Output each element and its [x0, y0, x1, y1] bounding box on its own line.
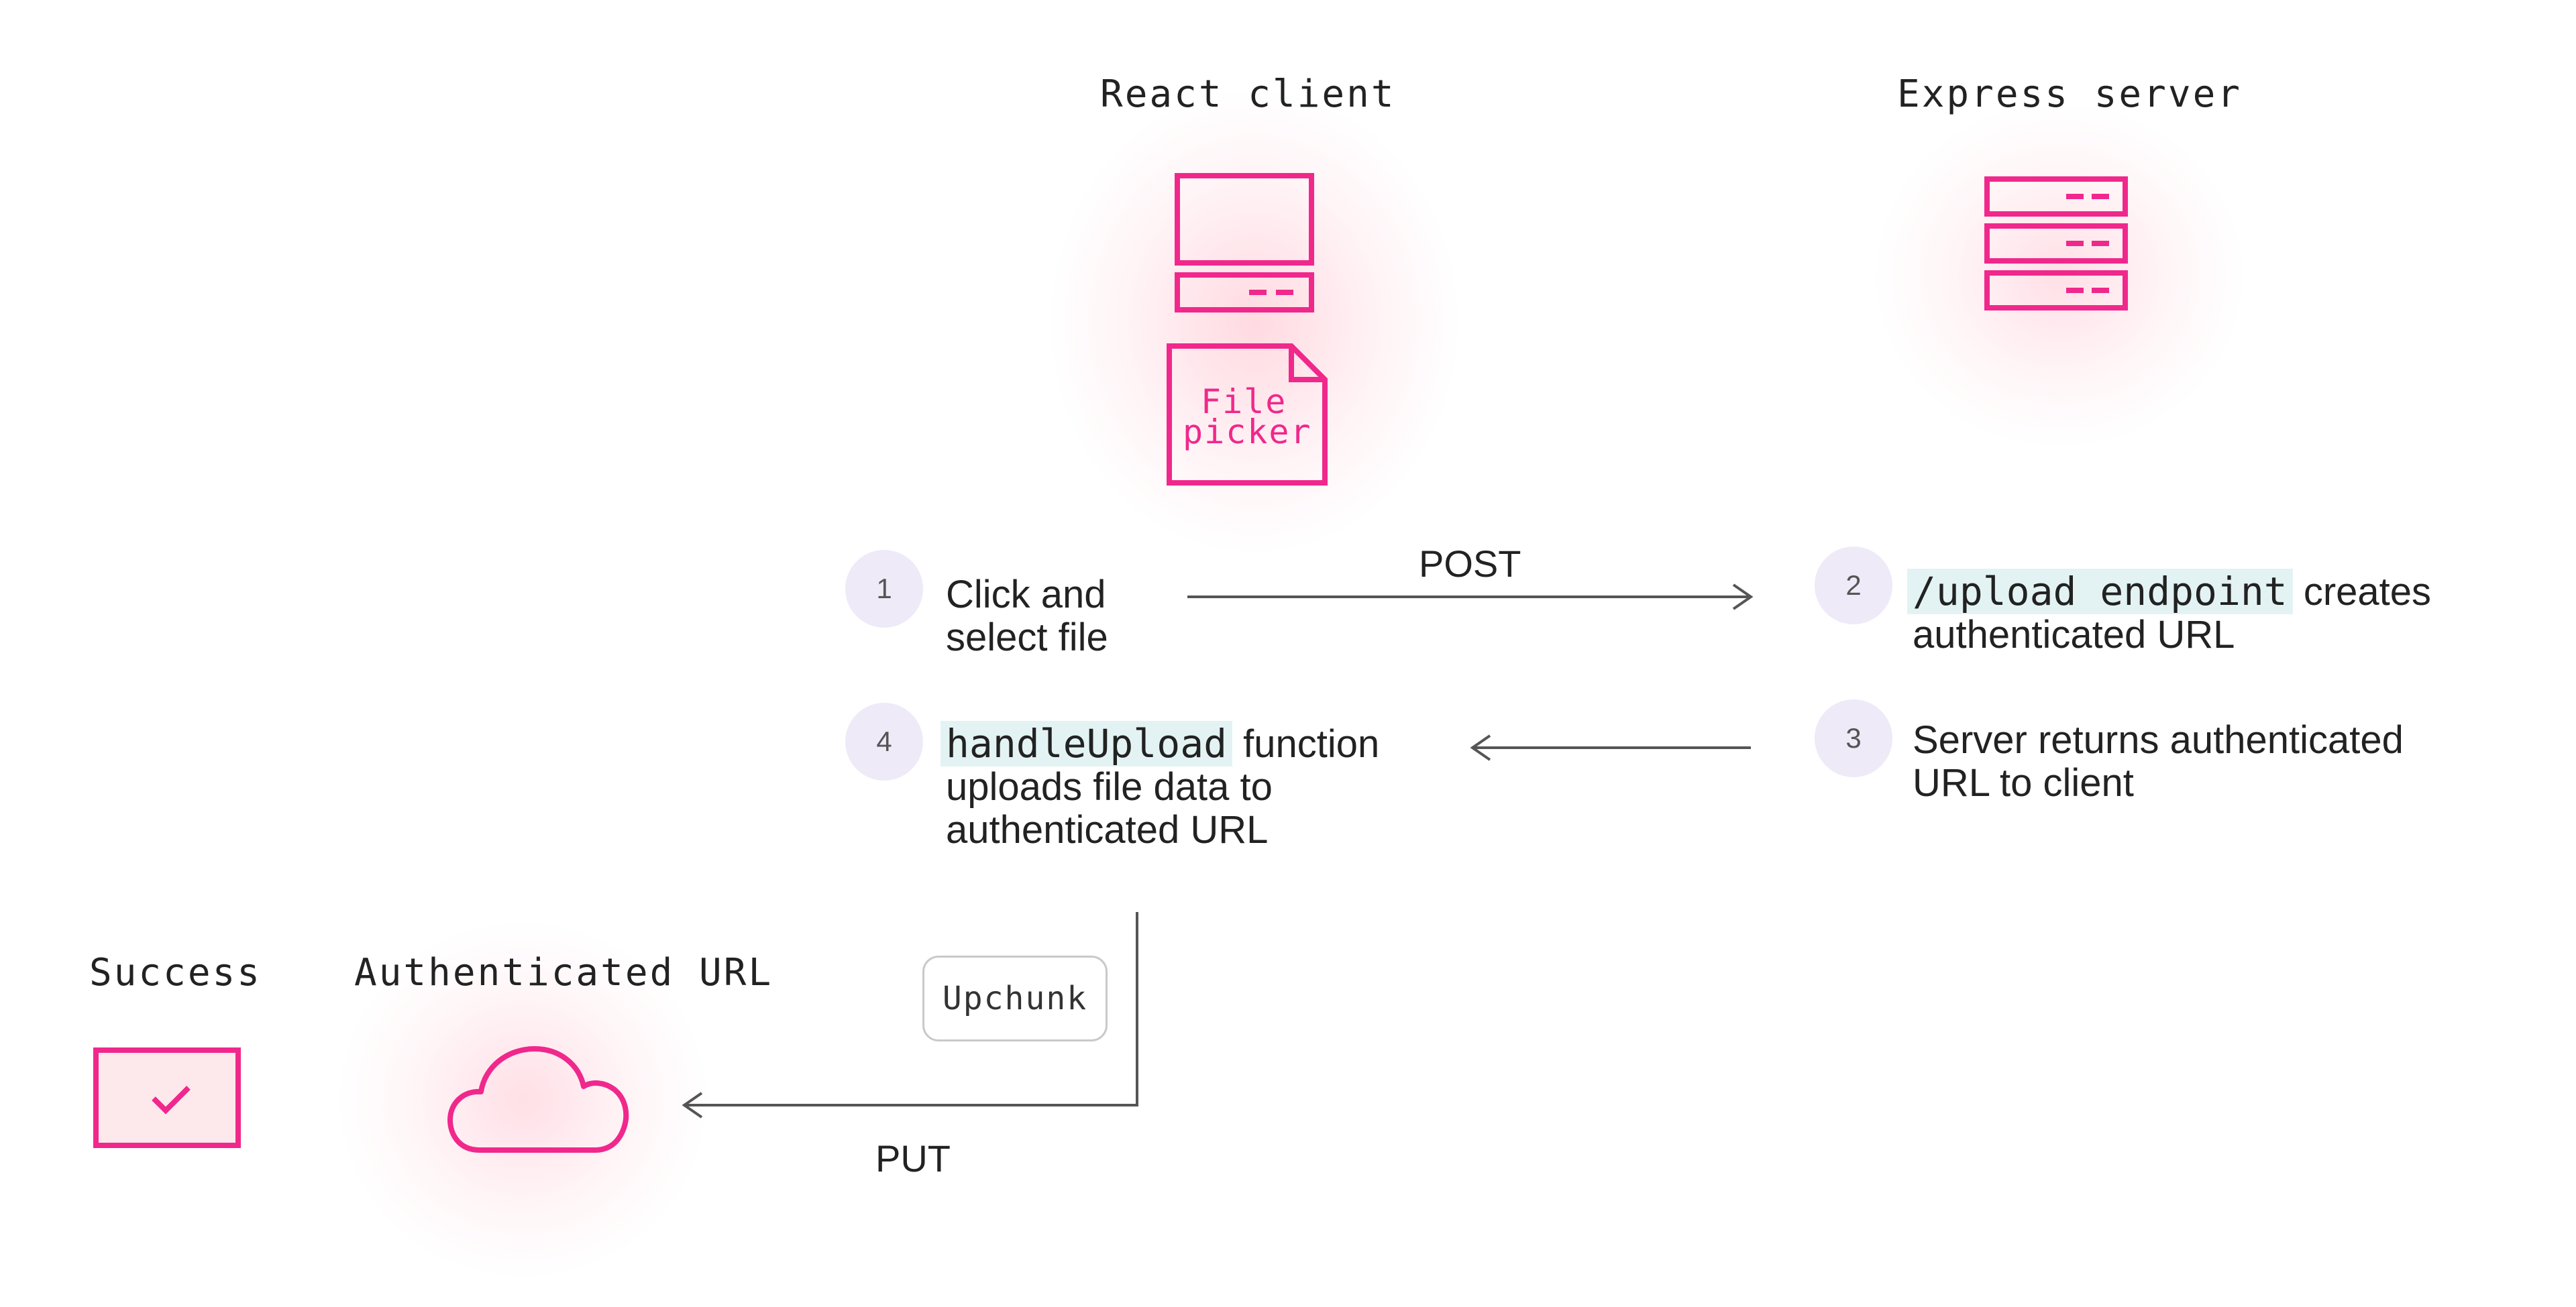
computer-icon — [1175, 173, 1314, 312]
upchunk-label: Upchunk — [922, 956, 1108, 1041]
put-label: PUT — [875, 1137, 951, 1180]
server-icon — [1984, 176, 2128, 310]
success-box — [93, 1047, 241, 1148]
step-3-line1: Server returns authenticated — [1913, 718, 2404, 762]
handle-upload-code: handleUpload — [941, 721, 1233, 766]
step-3-line2: URL to client — [1913, 761, 2134, 805]
step-4-text: handleUpload function uploads file data … — [941, 721, 1380, 852]
upload-endpoint-code: /upload endpoint — [1907, 569, 2293, 614]
file-picker-label-line2: picker — [1183, 412, 1312, 451]
step-1-text: Click and select file — [946, 573, 1108, 659]
step-2-badge: 2 — [1815, 547, 1892, 624]
step-4-badge: 4 — [845, 703, 923, 781]
react-client-title: React client — [1100, 72, 1396, 116]
checkmark-icon — [152, 1086, 191, 1115]
step-4-line1-rest: function — [1232, 722, 1380, 766]
step-1-badge: 1 — [845, 550, 923, 628]
file-picker-label-line1: File — [1201, 382, 1287, 421]
step-2-text: /upload endpoint creates authenticated U… — [1907, 569, 2432, 657]
step-2-line1-rest: creates — [2292, 570, 2432, 614]
step-1-line2: select file — [946, 616, 1108, 659]
step-4-line2: uploads file data to — [946, 765, 1273, 809]
cloud-icon — [447, 1046, 629, 1153]
return-arrow — [1470, 734, 1751, 761]
express-server-title: Express server — [1897, 72, 2243, 116]
success-title: Success — [89, 951, 262, 995]
post-label: POST — [1419, 543, 1521, 585]
authenticated-url-title: Authenticated URL — [354, 951, 773, 995]
step-3-badge: 3 — [1815, 699, 1892, 777]
step-2-line2: authenticated URL — [1913, 613, 2235, 657]
post-arrow — [1187, 583, 1754, 610]
step-1-line1: Click and — [946, 573, 1106, 616]
step-4-line3: authenticated URL — [946, 808, 1269, 852]
file-icon — [1167, 343, 1328, 486]
step-3-text: Server returns authenticated URL to clie… — [1913, 719, 2404, 805]
put-arrow — [682, 912, 1138, 1119]
